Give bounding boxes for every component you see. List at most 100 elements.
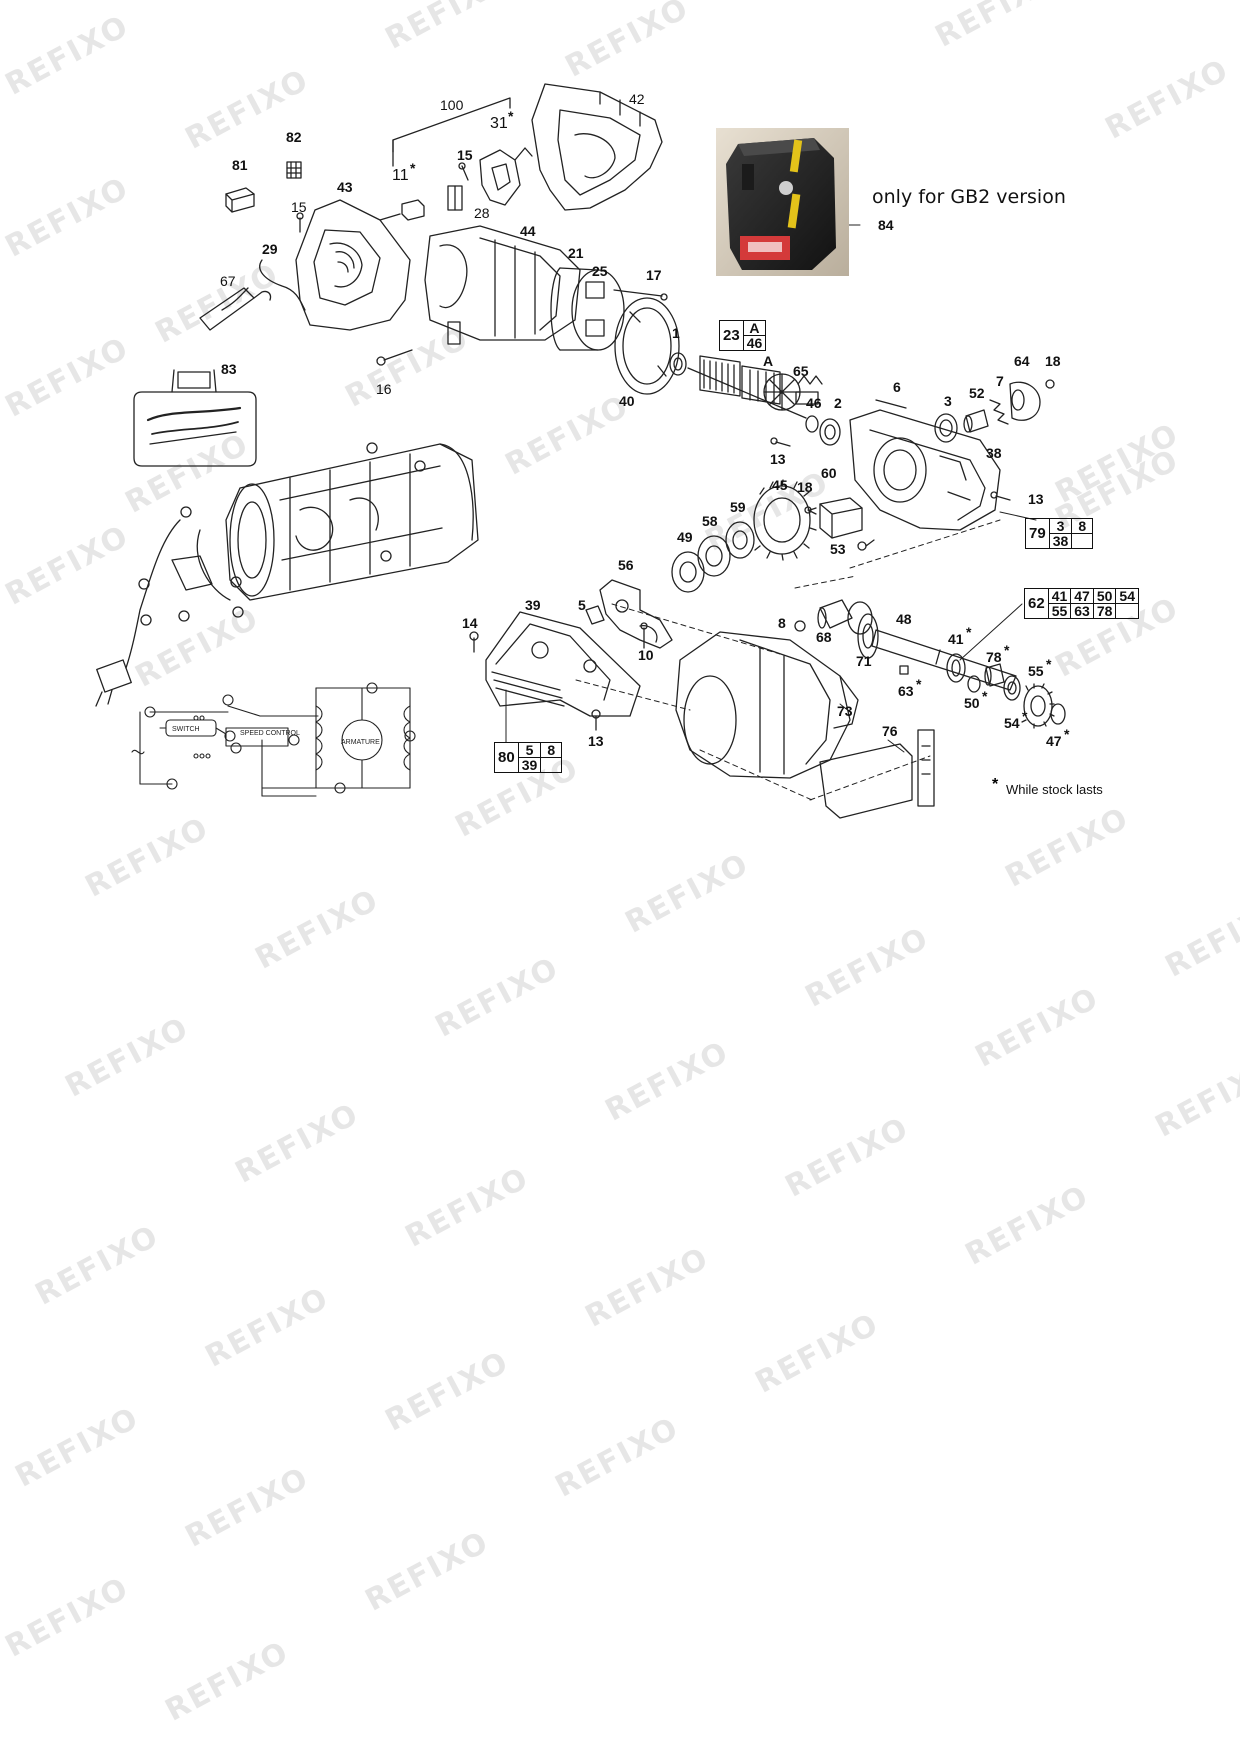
callout-15a: 15 bbox=[457, 147, 473, 163]
callout-31: 31 bbox=[490, 115, 508, 132]
part-25-stator bbox=[550, 267, 625, 351]
part-46-washer bbox=[805, 415, 819, 433]
part-8-ball bbox=[794, 620, 806, 632]
part-59-washer bbox=[725, 521, 755, 559]
callout-55: 55 bbox=[1028, 663, 1044, 679]
callout-48: 48 bbox=[896, 611, 912, 627]
part-60-block bbox=[819, 497, 863, 539]
part-83-nameplate bbox=[133, 369, 257, 467]
part-38-gearbox bbox=[849, 409, 1001, 531]
callout-18a: 18 bbox=[1045, 353, 1061, 369]
callout-73: 73 bbox=[837, 703, 853, 719]
callout-56: 56 bbox=[618, 557, 634, 573]
callout-A: A bbox=[763, 353, 774, 369]
ref-table-cell: 8 bbox=[540, 742, 563, 758]
ref-table-main-number: 79 bbox=[1025, 518, 1050, 549]
callout-13a: 13 bbox=[770, 451, 786, 467]
ref-table-cell: 8 bbox=[1071, 518, 1094, 534]
callout-78-asterisk: * bbox=[1004, 642, 1010, 658]
callout-67: 67 bbox=[220, 273, 236, 289]
callout-7: 7 bbox=[996, 373, 1004, 389]
callout-71: 71 bbox=[856, 653, 872, 669]
part-55-gear bbox=[1021, 683, 1055, 729]
part-23-armature bbox=[687, 355, 807, 419]
ref-table-cell: 55 bbox=[1047, 603, 1072, 619]
callout-42: 42 bbox=[629, 91, 645, 107]
callout-78: 78 bbox=[986, 649, 1002, 665]
ref-table-main-number: 23 bbox=[719, 320, 744, 351]
part-1-bearing bbox=[669, 352, 687, 376]
part-63-pin bbox=[899, 665, 909, 675]
callout-47-asterisk: * bbox=[1064, 726, 1070, 742]
callout-43: 43 bbox=[337, 179, 353, 195]
callout-18b: 18 bbox=[797, 479, 813, 495]
part-3-bearing bbox=[934, 413, 958, 443]
stock-asterisk: * bbox=[992, 776, 999, 793]
assembly-leader-lines bbox=[575, 519, 1001, 801]
callout-29: 29 bbox=[262, 241, 278, 257]
callout-58: 58 bbox=[702, 513, 718, 529]
callout-13b: 13 bbox=[1028, 491, 1044, 507]
ref-table-cell: 63 bbox=[1070, 603, 1094, 619]
ref-table-cell bbox=[1071, 533, 1094, 549]
ref-table-cell: 78 bbox=[1092, 603, 1117, 619]
armature-label: ARMATURE bbox=[341, 739, 380, 746]
part-18b-screw bbox=[804, 506, 817, 515]
bracket-100-group bbox=[392, 97, 511, 167]
callout-11-asterisk: * bbox=[410, 160, 416, 176]
ref-table-cell: 50 bbox=[1092, 588, 1117, 604]
part-53-screw bbox=[857, 539, 875, 551]
motor-assembly-figure bbox=[95, 443, 479, 707]
part-73-front-housing bbox=[675, 631, 859, 779]
callout-65: 65 bbox=[793, 363, 809, 379]
gb2-plug-photo bbox=[716, 128, 849, 276]
ref-table-cell: 5 bbox=[517, 742, 542, 758]
callout-10: 10 bbox=[638, 647, 654, 663]
part-47-ring bbox=[1050, 703, 1066, 725]
ref-table-cell bbox=[540, 757, 563, 773]
ref-table-cell: 54 bbox=[1115, 588, 1139, 604]
callout-5: 5 bbox=[578, 597, 586, 613]
part-44-motor-housing bbox=[424, 225, 581, 345]
part-16-screw bbox=[376, 349, 413, 366]
callout-52: 52 bbox=[969, 385, 985, 401]
part-29-cord bbox=[199, 259, 306, 331]
part-58-washer bbox=[697, 535, 731, 577]
callout-40: 40 bbox=[619, 393, 635, 409]
callout-21: 21 bbox=[568, 245, 584, 261]
callout-100: 100 bbox=[440, 97, 464, 113]
part-42-cover bbox=[531, 83, 663, 211]
callout-41-asterisk: * bbox=[966, 624, 972, 640]
part-45-gear bbox=[753, 479, 817, 561]
part-7-spring bbox=[989, 399, 1009, 425]
callout-41: 41 bbox=[948, 631, 964, 647]
callout-82: 82 bbox=[286, 129, 302, 145]
callout-38: 38 bbox=[986, 445, 1002, 461]
part-6-pin bbox=[875, 399, 907, 409]
callout-31-asterisk: * bbox=[508, 108, 514, 124]
callout-11: 11 bbox=[392, 167, 409, 184]
gb2-version-note: only for GB2 version bbox=[872, 186, 1066, 208]
callout-39: 39 bbox=[525, 597, 541, 613]
ref-table-cell: A bbox=[742, 320, 767, 336]
callout-60: 60 bbox=[821, 465, 837, 481]
part-2-bearing bbox=[819, 418, 841, 446]
callout-63-asterisk: * bbox=[916, 676, 922, 692]
callout-17: 17 bbox=[646, 267, 662, 283]
part-65-spring bbox=[795, 375, 823, 405]
callout-81: 81 bbox=[232, 157, 248, 173]
callout-14: 14 bbox=[462, 615, 478, 631]
part-64-cap bbox=[1009, 381, 1041, 421]
part-11-brush bbox=[401, 199, 425, 221]
callout-45: 45 bbox=[772, 477, 788, 493]
callout-8: 8 bbox=[778, 615, 786, 631]
callout-59: 59 bbox=[730, 499, 746, 515]
part-56-lever bbox=[599, 579, 673, 649]
part-41-ring bbox=[946, 653, 966, 683]
stock-note: While stock lasts bbox=[1006, 782, 1103, 797]
callout-13c: 13 bbox=[588, 733, 604, 749]
callout-76: 76 bbox=[882, 723, 898, 739]
part-52-bushing bbox=[963, 409, 989, 433]
part-76-blade-clamp bbox=[819, 729, 935, 819]
